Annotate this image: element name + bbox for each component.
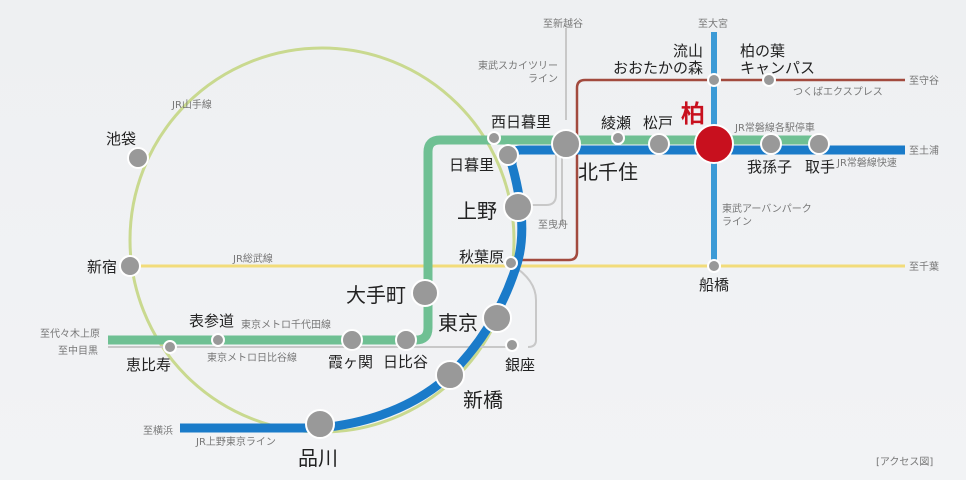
station-funabashi[interactable] bbox=[707, 259, 721, 273]
label-omotesando: 表参道 bbox=[189, 312, 234, 330]
station-nishinippori[interactable] bbox=[487, 131, 501, 145]
station-kashiwanoha[interactable] bbox=[762, 73, 776, 87]
hibiya-line-north bbox=[511, 150, 563, 348]
label-urban-park-1: 東武アーバンパーク bbox=[722, 202, 812, 215]
dir-chiba: 至千葉 bbox=[909, 260, 939, 273]
label-tsukuba: つくばエクスプレス bbox=[793, 86, 883, 98]
label-yamanote: JR山手線 bbox=[171, 98, 212, 111]
station-kashiwa[interactable] bbox=[694, 124, 734, 164]
label-skytree-1: 東武スカイツリー bbox=[478, 59, 558, 72]
label-akihabara: 秋葉原 bbox=[459, 248, 504, 266]
label-matsudo: 松戸 bbox=[643, 114, 673, 132]
joban-rapid-ueno-tokyo-line bbox=[180, 145, 905, 433]
chiyoda-joban-local-line bbox=[108, 135, 820, 345]
caption: [アクセス図] bbox=[876, 456, 933, 468]
label-nagareyama-1: 流山 bbox=[673, 42, 703, 60]
label-hibiya-line: 東京メトロ日比谷線 bbox=[207, 351, 297, 364]
label-kashiwa: 柏 bbox=[681, 100, 705, 128]
station-labels: 池袋 新宿 恵比寿 表参道 霞ヶ関 日比谷 大手町 東京 銀座 新橋 品川 秋葉… bbox=[87, 42, 835, 470]
dir-shinkoshigaya: 至新越谷 bbox=[543, 17, 583, 30]
station-shimbashi[interactable] bbox=[435, 360, 465, 390]
label-nippori: 日暮里 bbox=[449, 156, 494, 174]
station-kasumigaseki[interactable] bbox=[341, 329, 363, 351]
label-shinagawa: 品川 bbox=[298, 446, 338, 470]
label-sobu: JR総武線 bbox=[232, 252, 273, 265]
label-ebisu: 恵比寿 bbox=[126, 356, 171, 374]
label-skytree-2: ライン bbox=[528, 73, 558, 85]
label-kashiwanoha-2: キャンパス bbox=[740, 59, 815, 77]
label-tokyo: 東京 bbox=[438, 311, 478, 335]
station-omotesando[interactable] bbox=[211, 333, 225, 347]
label-hibiya: 日比谷 bbox=[383, 353, 428, 371]
station-toride[interactable] bbox=[808, 133, 830, 155]
stations bbox=[119, 73, 830, 439]
station-hibiya[interactable] bbox=[395, 329, 417, 351]
station-matsudo[interactable] bbox=[648, 133, 670, 155]
station-ikebukuro[interactable] bbox=[127, 147, 149, 169]
label-shinjuku: 新宿 bbox=[87, 258, 117, 276]
label-nagareyama-2: おおたかの森 bbox=[613, 59, 703, 77]
station-ayase[interactable] bbox=[611, 131, 625, 145]
label-toride: 取手 bbox=[805, 158, 835, 176]
label-ikebukuro: 池袋 bbox=[106, 130, 136, 148]
dir-naka-meguro: 至中目黒 bbox=[58, 344, 98, 357]
tsukuba-express-line bbox=[512, 78, 905, 262]
dir-yoyogi-uehara: 至代々木上原 bbox=[40, 328, 100, 340]
label-nishinippori: 西日暮里 bbox=[491, 113, 551, 131]
skytree-line bbox=[520, 28, 567, 206]
label-ueno: 上野 bbox=[457, 199, 497, 223]
direction-labels: 至新越谷 至大宮 至守谷 至土浦 至千葉 至曳舟 至代々木上原 至中目黒 至横浜 bbox=[40, 17, 939, 437]
station-ginza[interactable] bbox=[505, 338, 519, 352]
dir-moriya: 至守谷 bbox=[909, 74, 939, 87]
label-joban-local: JR常磐線各駅停車 bbox=[734, 121, 815, 134]
line-labels: JR山手線 JR総武線 JR常磐線各駅停車 JR常磐線快速 JR上野東京ライン … bbox=[171, 59, 897, 448]
label-otemachi: 大手町 bbox=[346, 283, 406, 307]
label-funabashi: 船橋 bbox=[699, 276, 729, 294]
label-kitasenju: 北千住 bbox=[578, 160, 638, 184]
station-ebisu[interactable] bbox=[163, 340, 177, 354]
dir-omiya: 至大宮 bbox=[698, 17, 728, 30]
station-abiko[interactable] bbox=[760, 133, 782, 155]
station-akihabara[interactable] bbox=[504, 256, 518, 270]
station-otemachi[interactable] bbox=[411, 279, 439, 307]
label-ginza: 銀座 bbox=[505, 356, 535, 374]
label-kasumigaseki: 霞ヶ関 bbox=[328, 353, 373, 371]
label-urban-park-2: ライン bbox=[722, 216, 752, 228]
station-shinjuku[interactable] bbox=[119, 255, 141, 277]
station-tokyo[interactable] bbox=[482, 303, 512, 333]
dir-tsuchiura: 至土浦 bbox=[909, 144, 939, 157]
label-kashiwanoha-1: 柏の葉 bbox=[740, 42, 785, 60]
label-chiyoda: 東京メトロ千代田線 bbox=[241, 318, 331, 331]
station-ueno[interactable] bbox=[503, 192, 533, 222]
label-ayase: 綾瀬 bbox=[601, 114, 631, 132]
dir-hikifune: 至曳舟 bbox=[538, 218, 568, 231]
station-shinagawa[interactable] bbox=[305, 409, 335, 439]
dir-yokohama: 至横浜 bbox=[143, 424, 173, 437]
label-abiko: 我孫子 bbox=[747, 158, 792, 176]
label-ueno-tokyo: JR上野東京ライン bbox=[195, 435, 276, 448]
station-kitasenju[interactable] bbox=[551, 129, 581, 159]
label-shimbashi: 新橋 bbox=[463, 388, 503, 412]
station-nagareyama[interactable] bbox=[707, 73, 721, 87]
station-nippori[interactable] bbox=[497, 144, 519, 166]
label-joban-rapid: JR常磐線快速 bbox=[836, 156, 897, 169]
